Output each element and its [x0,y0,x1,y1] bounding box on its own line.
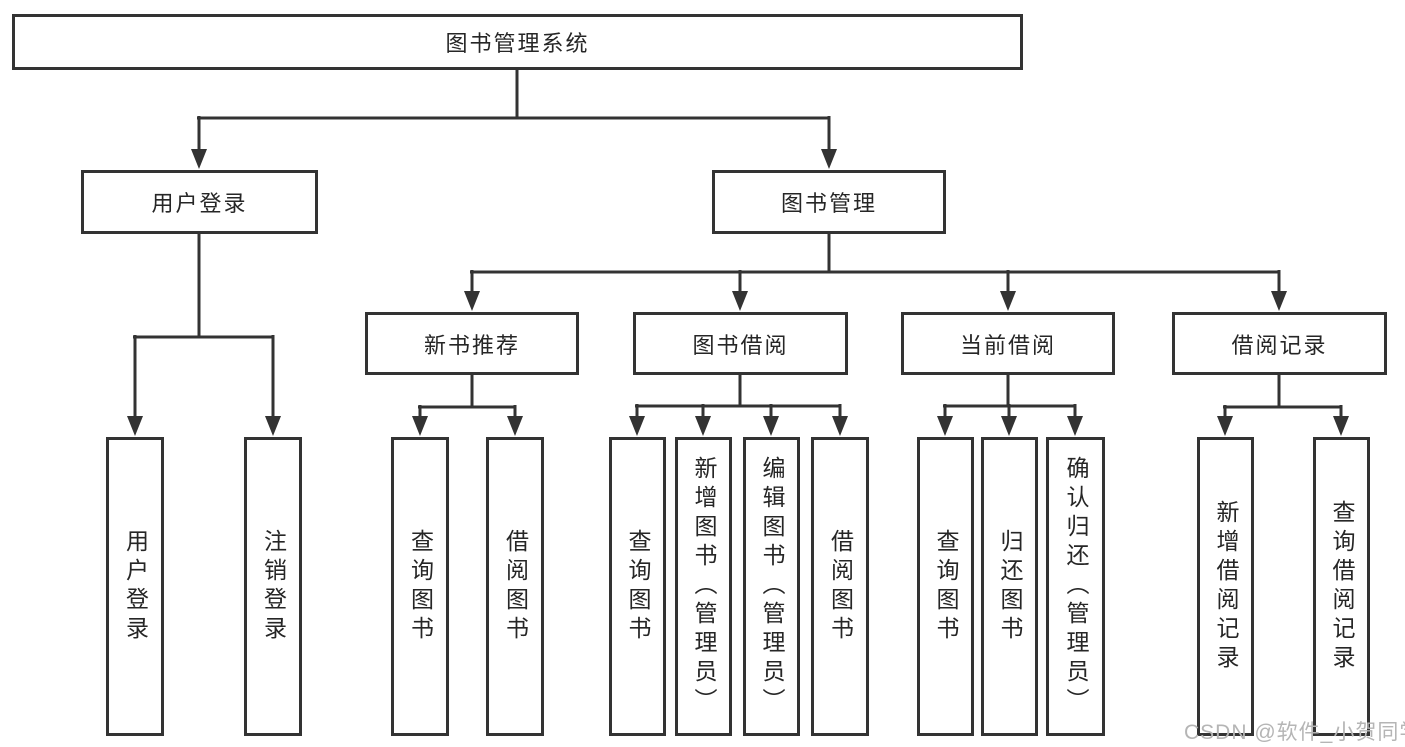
leaf-add-borrow-record: 新增借阅记录 [1197,437,1254,736]
leaf-return-books: 归还图书 [981,437,1038,736]
leaf-add-books-admin: 新增图书（管理员） [675,437,732,736]
leaf-user-login: 用户登录 [106,437,164,736]
leaf-label: 新增借阅记录 [1213,499,1239,674]
leaf-query-books-borrow: 查询图书 [609,437,666,736]
leaf-label: 确认归还（管理员） [1063,456,1089,717]
leaf-label: 新增图书（管理员） [691,456,717,717]
leaf-query-books-recommend: 查询图书 [391,437,449,736]
leaf-label: 编辑图书（管理员） [759,456,785,717]
node-new-book-recommend: 新书推荐 [365,312,579,375]
leaf-confirm-return-admin: 确认归还（管理员） [1046,437,1105,736]
leaf-label: 借阅图书 [502,528,529,645]
node-label: 新书推荐 [423,332,520,358]
node-label: 当前借阅 [959,332,1056,358]
node-borrowing-records: 借阅记录 [1172,312,1387,375]
node-current-borrowing: 当前借阅 [901,312,1115,375]
node-user-login: 用户登录 [81,170,318,234]
leaf-label: 查询图书 [625,528,651,645]
node-label: 用户登录 [151,191,248,216]
node-book-management: 图书管理 [712,170,946,234]
watermark: CSDN @软件_小贺同学 [1184,721,1405,744]
node-library-system: 图书管理系统 [12,14,1023,70]
leaf-logout-login: 注销登录 [244,437,302,736]
leaf-label: 用户登录 [122,528,149,645]
leaf-label: 借阅图书 [827,528,854,645]
leaf-label: 归还图书 [997,528,1023,645]
node-label: 图书管理 [780,191,877,216]
leaf-label: 注销登录 [260,528,287,645]
leaf-label: 查询借阅记录 [1329,499,1355,674]
leaf-label: 查询图书 [407,528,434,645]
leaf-borrow-books-recommend: 借阅图书 [486,437,544,736]
node-label: 图书管理系统 [445,31,590,56]
leaf-label: 查询图书 [933,528,959,645]
node-book-borrowing: 图书借阅 [633,312,848,375]
leaf-borrow-books-borrow: 借阅图书 [811,437,869,736]
node-label: 图书借阅 [692,332,789,358]
leaf-query-books-current: 查询图书 [917,437,974,736]
leaf-query-borrow-record: 查询借阅记录 [1313,437,1370,736]
leaf-edit-books-admin: 编辑图书（管理员） [743,437,800,736]
node-label: 借阅记录 [1231,332,1328,358]
